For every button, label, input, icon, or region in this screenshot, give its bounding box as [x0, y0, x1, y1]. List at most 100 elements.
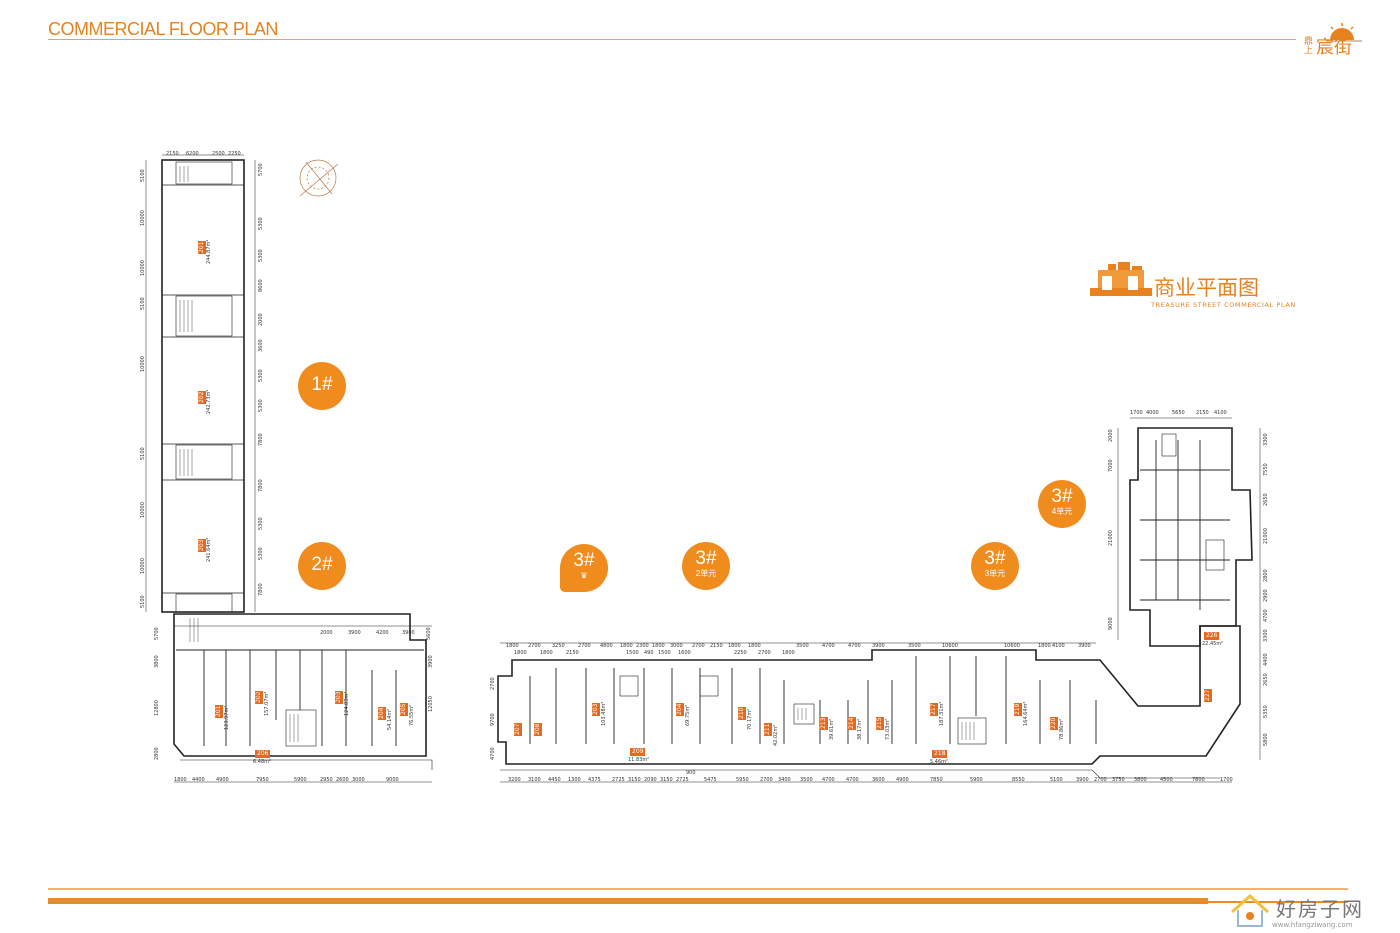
dim-b2-bottom-9: 9000	[386, 777, 399, 783]
unit-b3-214[interactable]: 214	[848, 716, 856, 730]
unit-b1-201[interactable]: 201	[198, 240, 206, 254]
building-marker-3-unit-4[interactable]: 3# 4单元	[1038, 480, 1086, 528]
unit-b3-220[interactable]: 220	[1050, 716, 1058, 730]
building-marker-1[interactable]: 1#	[298, 362, 346, 410]
unit-b3-218[interactable]: 218	[932, 750, 948, 758]
dim-b3-top-19: 10600	[942, 643, 958, 649]
dim-b3d-right-5: 2800	[1263, 569, 1269, 582]
dim-b3d-right-4: 21000	[1263, 528, 1269, 544]
building-marker-3-unit-2[interactable]: 3# 2单元	[682, 542, 730, 590]
unit-b2-203-area: 124.89m²	[344, 691, 350, 716]
dim-b1-left-2: 10000	[140, 210, 146, 226]
dim-b3-bottom-mid: 900	[686, 770, 696, 776]
dim-b3-top-15: 4700	[822, 643, 835, 649]
building-marker-3-unit-2-label: 2单元	[695, 569, 717, 578]
dim-b2-left-2: 3800	[154, 655, 160, 668]
dim-b2-top-4: 3900	[402, 630, 415, 636]
building-marker-3-unit-1-icon: ♛	[580, 571, 588, 580]
dim-b3-left-3: 4700	[490, 747, 496, 760]
unit-b3-204[interactable]: 204	[676, 702, 684, 716]
building-marker-3-unit-1-number: 3#	[573, 550, 595, 571]
dim-b1-top-1: 2150	[166, 151, 179, 157]
dim-b1-left-1: 5100	[140, 169, 146, 182]
dim-b3d-top-1: 1700	[1130, 410, 1143, 416]
dim-b1-right-4: 5300	[258, 249, 264, 262]
unit-b2-206[interactable]: 206	[255, 750, 271, 758]
dim-b3-top-9: 3000	[670, 643, 683, 649]
unit-b3-214-area: 38.17m²	[857, 718, 863, 740]
dim-b3-top-7: 2300	[636, 643, 649, 649]
brand-name: 宸街	[1316, 37, 1352, 58]
dim-b2-bottom-1: 1800	[174, 777, 187, 783]
dim-b1-right-6: 2000	[258, 313, 264, 326]
dim-b3-top2-6: 1500	[658, 650, 671, 656]
compass-icon	[299, 159, 339, 197]
dim-b3-top2-8: 2250	[734, 650, 747, 656]
dim-b3-bottom-22: 8550	[1012, 777, 1025, 783]
dim-b3d-left-4: 9000	[1108, 617, 1114, 630]
building-marker-3-unit-1[interactable]: 3# ♛	[560, 544, 608, 592]
building-marker-3-unit-3[interactable]: 3# 3单元	[971, 542, 1019, 590]
dim-b1-left-5: 10000	[140, 356, 146, 372]
dim-b3d-left-1: 2000	[1108, 429, 1114, 442]
unit-b1-203-area: 241.64m²	[206, 537, 212, 562]
dim-b2-right-2: 12050	[428, 696, 434, 712]
dim-b3-top-16: 4700	[848, 643, 861, 649]
dim-b2-bottom-3: 4900	[216, 777, 229, 783]
dim-b2-top-5: 5600	[426, 627, 432, 640]
unit-b3-209-area: 11.83m²	[628, 757, 650, 763]
unit-b3-209[interactable]: 209	[630, 748, 646, 756]
unit-b2-201[interactable]: 201	[215, 704, 223, 718]
dim-b1-right-12: 5300	[258, 517, 264, 530]
unit-b3d-226[interactable]: 226	[1204, 632, 1220, 640]
unit-b2-206-area: 6.48m²	[253, 759, 272, 765]
unit-b3-210[interactable]: 210	[738, 706, 746, 720]
unit-b3-203[interactable]: 203	[592, 702, 600, 716]
dim-b3-top-23: 3900	[1078, 643, 1091, 649]
watermark-url: www.hfangziwang.com	[1272, 921, 1353, 929]
dim-b3-top2-1: 1800	[514, 650, 527, 656]
dim-b3-top-10: 2700	[692, 643, 705, 649]
dim-b3-left-2: 9700	[490, 713, 496, 726]
dim-b2-bottom-4: 7950	[256, 777, 269, 783]
unit-b2-204[interactable]: 204	[378, 706, 386, 720]
dim-b2-bottom-2: 4400	[192, 777, 205, 783]
dim-b3-bottom-4: 1300	[568, 777, 581, 783]
unit-b2-205[interactable]: 205	[400, 702, 408, 716]
dim-b3d-right-3: 2650	[1263, 493, 1269, 506]
unit-b3-211-area: 42.02m²	[773, 724, 779, 746]
dim-b3d-top-5: 4100	[1214, 410, 1227, 416]
dim-b1-left-6: 5100	[140, 447, 146, 460]
unit-b3-219[interactable]: 219	[1014, 702, 1022, 716]
unit-b1-203[interactable]: 203	[198, 538, 206, 552]
building-marker-1-number: 1#	[311, 374, 333, 395]
dim-b3d-right-12: 5800	[1263, 733, 1269, 746]
unit-b3-217[interactable]: 217	[930, 702, 938, 716]
unit-b3-213-area: 39.61m²	[829, 718, 835, 740]
unit-b2-205-area: 76.55m²	[409, 704, 415, 726]
unit-b3-215[interactable]: 215	[876, 716, 884, 730]
unit-b2-202[interactable]: 202	[255, 690, 263, 704]
building-marker-3-unit-4-label: 4单元	[1051, 507, 1073, 516]
unit-b3d-227[interactable]: 227	[1204, 688, 1212, 702]
unit-b3-208[interactable]: 208	[534, 722, 542, 736]
building-marker-2-number: 2#	[311, 554, 333, 575]
dim-b3-bottom-24: 3900	[1076, 777, 1089, 783]
building-2-outline	[173, 613, 427, 757]
dim-b3d-right-9: 4400	[1263, 653, 1269, 666]
unit-b2-202-area: 157.07m²	[264, 691, 270, 716]
unit-b3-220-area: 78.86m²	[1059, 718, 1065, 740]
dim-b3d-right-10: 2650	[1263, 673, 1269, 686]
unit-b3-213[interactable]: 213	[820, 716, 828, 730]
unit-b3-211[interactable]: 211	[764, 722, 772, 736]
unit-b2-203[interactable]: 203	[335, 690, 343, 704]
unit-b1-202[interactable]: 202	[198, 390, 206, 404]
footer-rule-thick	[48, 898, 1208, 904]
dim-b2-bottom-5: 5900	[294, 777, 307, 783]
dim-b3-top-4: 2700	[578, 643, 591, 649]
unit-b3-207[interactable]: 207	[514, 722, 522, 736]
building-marker-2[interactable]: 2#	[298, 542, 346, 590]
dim-b1-right-3: 5300	[258, 217, 264, 230]
dim-b3-bottom-10: 2725	[676, 777, 689, 783]
